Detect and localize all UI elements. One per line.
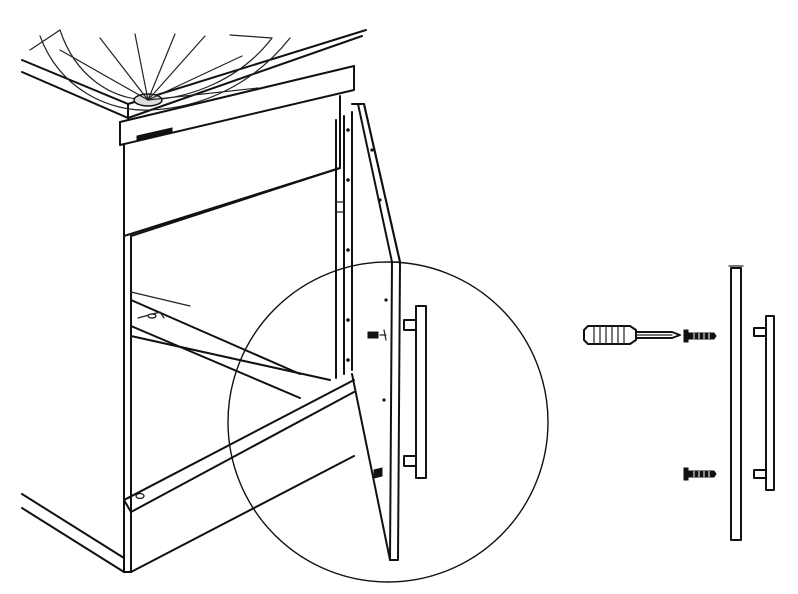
screwdriver bbox=[583, 325, 681, 345]
screw-bottom bbox=[683, 467, 717, 481]
screw-top bbox=[683, 329, 717, 343]
bar-handle-exploded bbox=[753, 315, 775, 491]
detail-magnifier bbox=[227, 261, 549, 583]
door-edge-exploded bbox=[728, 265, 744, 541]
sink-basin bbox=[21, 29, 367, 119]
door-handle-mounted bbox=[367, 305, 427, 479]
vanity-cabinet bbox=[21, 65, 355, 573]
